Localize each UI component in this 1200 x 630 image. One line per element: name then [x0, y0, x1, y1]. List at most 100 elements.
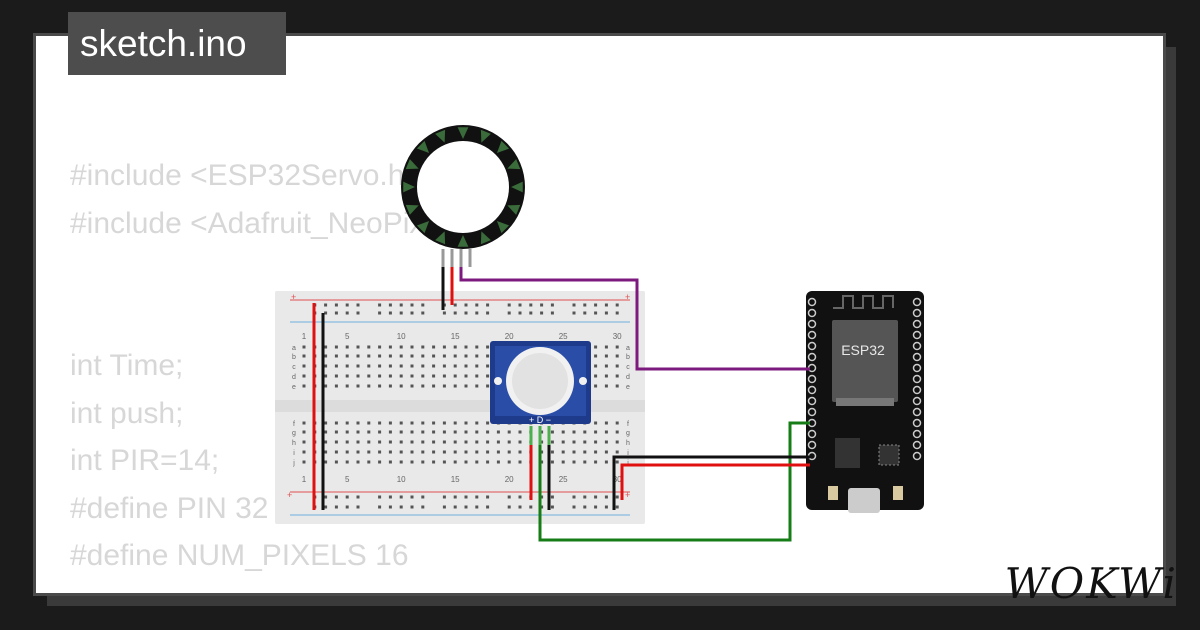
breadboard-row-letter: j: [292, 460, 295, 467]
svg-text:+: +: [625, 490, 630, 500]
esp32-pin: [912, 297, 922, 307]
esp32-pin: [807, 341, 817, 351]
sketch-title: sketch.ino: [68, 12, 286, 75]
breadboard-row-letter: i: [293, 450, 295, 457]
esp32-pin: [807, 407, 817, 417]
neopixel-led: [416, 140, 430, 154]
code-line: #define NUM_PIXELS 16: [70, 539, 409, 572]
esp32-pin: [912, 341, 922, 351]
esp32-pin: [807, 319, 817, 329]
wokwi-logo: WOKWi: [1004, 559, 1178, 608]
breadboard-row-letter: g: [292, 430, 296, 437]
breadboard-row-letter: d: [292, 374, 296, 381]
code-preview: #include <ESP32Servo.h> #include <Adafru…: [70, 152, 490, 580]
breadboard-column-number: 10: [397, 475, 406, 484]
esp32-pin: [807, 352, 817, 362]
wires: [312, 267, 810, 542]
card-shadow-right: [1166, 47, 1176, 606]
breadboard-column-number: 15: [451, 475, 460, 484]
esp32-pin: [807, 308, 817, 318]
neopixel-led: [480, 231, 491, 245]
breadboard-row-letter: b: [626, 354, 630, 361]
code-line: int PIR=14;: [70, 444, 220, 477]
neopixel-led: [496, 140, 510, 154]
breadboard-column-number: 5: [345, 332, 350, 341]
breadboard-row-letter: g: [626, 430, 630, 437]
neopixel-led: [416, 220, 430, 234]
breadboard-row-letter: b: [292, 354, 296, 361]
esp32-pin: [912, 319, 922, 329]
esp32-pin: [912, 396, 922, 406]
esp32-pin: [912, 374, 922, 384]
breadboard-row-letter: f: [293, 421, 295, 428]
breadboard-column-number: 1: [302, 475, 307, 484]
breadboard-column-number: 5: [345, 475, 350, 484]
esp32-pin: [807, 385, 817, 395]
esp32-pin: [912, 363, 922, 373]
neopixel-led: [405, 159, 419, 170]
breadboard-column-number: 20: [505, 475, 514, 484]
neopixel-led: [511, 181, 523, 193]
neopixel-led: [435, 129, 446, 143]
breadboard-column-number: 25: [559, 332, 568, 341]
breadboard-column-number: 30: [613, 332, 622, 341]
ring-leds: [403, 127, 523, 247]
esp32-pin: [807, 330, 817, 340]
esp32-pin: [807, 374, 817, 384]
esp32-pin: [912, 385, 922, 395]
breadboard-row-letter: c: [292, 364, 296, 371]
neopixel-led: [507, 159, 521, 170]
breadboard-row-letter: e: [292, 384, 296, 391]
breadboard-row-letter: a: [292, 345, 296, 352]
esp32-pin: [912, 308, 922, 318]
breadboard-row-letter: a: [626, 345, 630, 352]
breadboard-row-letter: f: [627, 421, 629, 428]
neopixel-led: [435, 231, 446, 245]
breadboard-column-number: 10: [397, 332, 406, 341]
breadboard-column-number: 20: [505, 332, 514, 341]
breadboard-row-letter: d: [626, 374, 630, 381]
neopixel-ring[interactable]: [401, 125, 525, 267]
esp32-pin: [807, 440, 817, 450]
esp32-pin: [912, 429, 922, 439]
esp32-board[interactable]: ESP32: [806, 291, 924, 513]
breadboard-column-number: 25: [559, 475, 568, 484]
neopixel-led: [480, 129, 491, 143]
breadboard-column-number: 15: [451, 332, 460, 341]
svg-text:+: +: [625, 292, 630, 302]
breadboard-row-letter: c: [626, 364, 630, 371]
svg-text:+: +: [291, 292, 296, 302]
esp32-pin: [912, 418, 922, 428]
code-line: int push;: [70, 396, 184, 430]
card-shadow-bottom: [47, 596, 1172, 606]
esp32-pin: [912, 330, 922, 340]
breadboard-row-letter: e: [626, 384, 630, 391]
neopixel-led: [496, 220, 510, 234]
code-line: #define PIN 32: [70, 491, 269, 525]
pir-sensor[interactable]: + D −: [490, 341, 591, 445]
esp32-pin: [912, 407, 922, 417]
esp32-pin: [807, 297, 817, 307]
neopixel-led: [457, 235, 469, 247]
svg-text:+: +: [287, 490, 292, 500]
neopixel-led: [403, 181, 415, 193]
breadboard-column-number: 30: [613, 475, 622, 484]
esp32-pin: [912, 451, 922, 461]
esp32-pin: [912, 352, 922, 362]
esp32-chip-label: ESP32: [841, 342, 885, 358]
neopixel-led: [507, 204, 521, 215]
neopixel-led: [457, 127, 469, 139]
esp32-pin: [807, 429, 817, 439]
neopixel-led: [405, 204, 419, 215]
pir-pin-labels: + D −: [529, 415, 551, 425]
esp32-pin: [912, 440, 922, 450]
breadboard-column-number: 1: [302, 332, 307, 341]
code-line: int Time;: [70, 349, 184, 382]
code-line: #include <ESP32Servo.h>: [70, 159, 422, 192]
breadboard-row-letter: h: [626, 440, 630, 447]
breadboard-row-letter: h: [292, 440, 296, 447]
